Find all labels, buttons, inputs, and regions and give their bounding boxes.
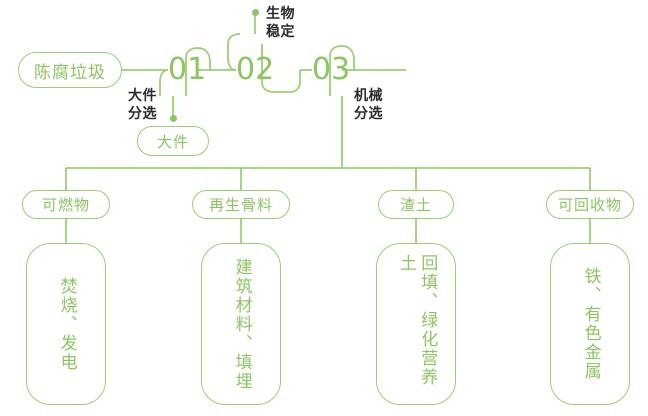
output-pill-residual-soil[interactable]: 渣土 bbox=[378, 190, 454, 219]
usage-box-recyclables[interactable]: 铁、有色金属 bbox=[550, 243, 630, 405]
step-number-02: 02 bbox=[236, 52, 275, 87]
wire-step2-to-step3 bbox=[274, 70, 301, 93]
output-pill-combustibles[interactable]: 可燃物 bbox=[22, 190, 110, 219]
output-pill-label: 再生骨料 bbox=[208, 196, 273, 214]
usage-box-combustibles[interactable]: 焚烧、发电 bbox=[26, 243, 106, 405]
output-pill-recycled-aggregate[interactable]: 再生骨料 bbox=[192, 190, 290, 219]
source-node-stale-waste[interactable]: 陈腐垃圾 bbox=[18, 52, 122, 88]
source-node-label: 陈腐垃圾 bbox=[34, 62, 106, 83]
side-output-node-bulky[interactable]: 大件 bbox=[137, 126, 209, 156]
usage-box-text: 回填、绿化营养土 bbox=[396, 254, 438, 387]
output-pill-label: 可回收物 bbox=[557, 196, 622, 214]
usage-box-text: 铁、有色金属 bbox=[580, 267, 601, 381]
step1-output-dot bbox=[169, 114, 177, 122]
wire-step1-left-arc bbox=[159, 69, 169, 96]
output-pill-recyclables[interactable]: 可回收物 bbox=[546, 190, 634, 219]
step2-output-dot bbox=[251, 8, 259, 16]
step-number-03: 03 bbox=[312, 52, 351, 87]
usage-box-recycled-aggregate[interactable]: 建筑材料、填埋 bbox=[201, 243, 281, 405]
step-number-01: 01 bbox=[168, 52, 207, 87]
step-label-03-mechanical-sorting: 机械 分选 bbox=[354, 88, 383, 122]
step-label-01-bulky-sorting: 大件 分选 bbox=[128, 88, 157, 122]
usage-box-text: 焚烧、发电 bbox=[56, 276, 77, 372]
usage-box-residual-soil[interactable]: 回填、绿化营养土 bbox=[376, 243, 456, 405]
step-label-02-bio-stabilization: 生物 稳定 bbox=[266, 6, 295, 40]
side-output-label: 大件 bbox=[156, 132, 189, 151]
output-pill-label: 可燃物 bbox=[41, 196, 90, 214]
usage-box-text: 建筑材料、填埋 bbox=[231, 257, 252, 391]
output-pill-label: 渣土 bbox=[399, 196, 432, 214]
